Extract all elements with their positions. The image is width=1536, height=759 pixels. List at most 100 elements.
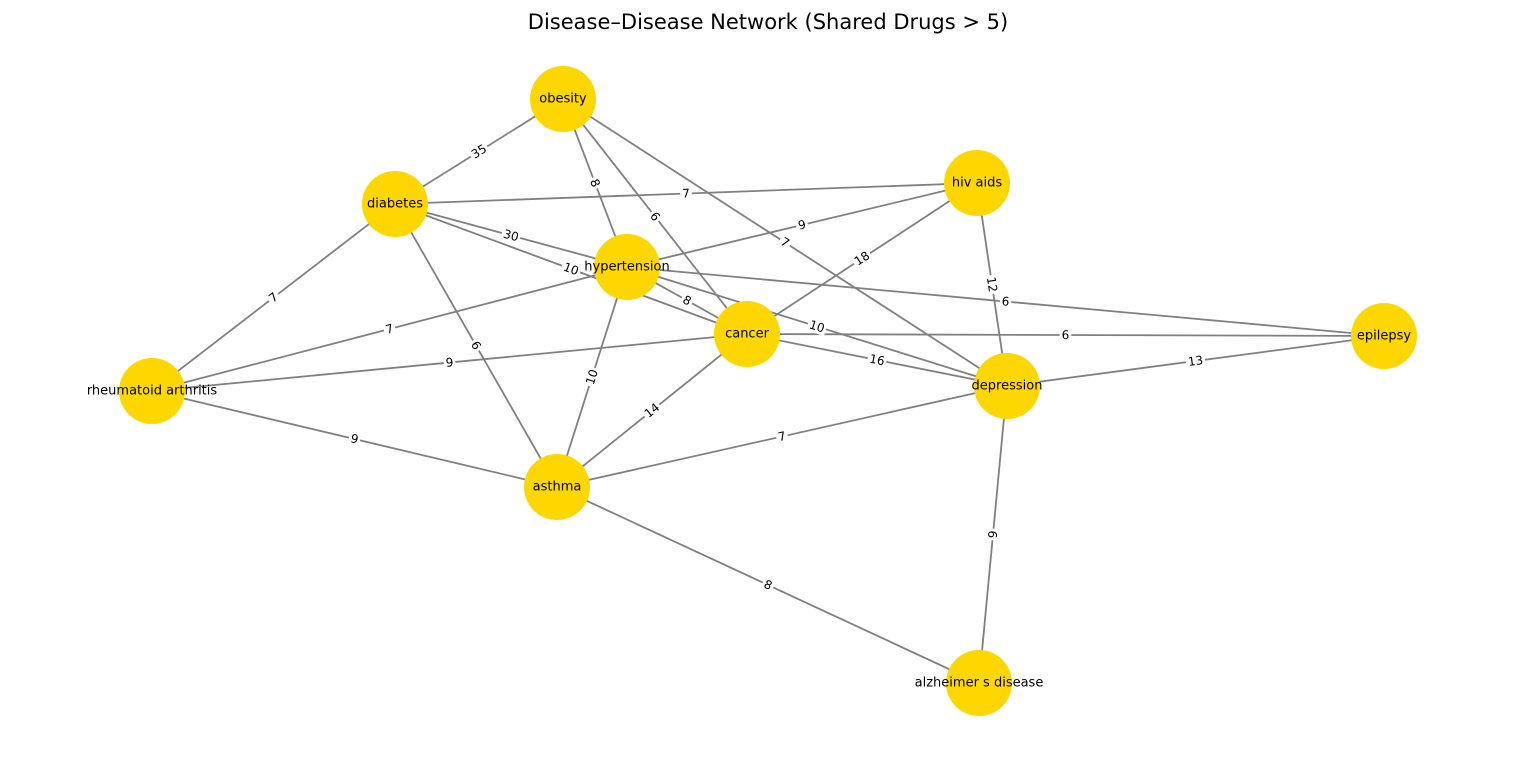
edge-weight-label: 9 <box>347 430 362 448</box>
edge-weight-label-bg <box>805 316 829 337</box>
node-label: alzheimer s disease <box>915 676 1044 691</box>
edge-weight-label-bg <box>443 354 456 371</box>
edge-weight-label: 10 <box>582 365 602 389</box>
edge-weight-label-bg <box>985 528 1001 541</box>
edge-weight-label-bg <box>582 365 602 389</box>
edge-weight-text: 10 <box>808 318 827 336</box>
edge-weight-label-bg <box>347 430 362 448</box>
edge-weight-text: 7 <box>384 321 395 336</box>
edge-weight-label-bg <box>1185 352 1206 370</box>
edge-weight-label-bg <box>264 288 283 307</box>
edge-weight-label: 7 <box>680 186 692 201</box>
edge-weight-text: 9 <box>445 355 454 370</box>
node-circle <box>944 150 1010 216</box>
edge-weight-label: 30 <box>499 226 523 245</box>
edge-weight-label: 12 <box>983 274 1001 295</box>
edge-weight-text: 7 <box>777 429 788 444</box>
edge-weight-text: 12 <box>984 276 1000 293</box>
edge-weight-label: 18 <box>850 247 874 270</box>
node-cancer: cancer <box>714 301 780 367</box>
node-obesity: obesity <box>530 66 596 132</box>
node-circle <box>714 301 780 367</box>
edge-weight-label: 10 <box>805 316 829 337</box>
edge-weight-label-bg <box>680 186 692 201</box>
edge-weight-text: 9 <box>986 530 1001 539</box>
node-circle <box>524 454 590 520</box>
edge-weight-text: 18 <box>852 248 872 268</box>
edge-weight-label-bg <box>850 247 874 270</box>
edge-weight-label: 9 <box>794 216 810 234</box>
node-depression: depression <box>972 353 1043 419</box>
node-circle <box>362 171 428 237</box>
edge-weight-label-bg <box>794 216 810 234</box>
edge-weight-label-bg <box>640 399 664 422</box>
edge-weight-label: 14 <box>640 399 664 422</box>
node-circle <box>594 234 660 300</box>
node-label: asthma <box>533 480 582 495</box>
edge-weight-text: 10 <box>583 368 601 387</box>
edge-weight-label: 6 <box>645 207 665 226</box>
edge-weight-label: 7 <box>774 428 790 445</box>
edge-weight-text: 14 <box>642 400 663 420</box>
edge-weight-label-bg <box>1059 327 1072 343</box>
edge-weight-label: 7 <box>382 320 397 338</box>
edge-weight-label-bg <box>586 175 604 191</box>
edge-weight-label-bg <box>499 226 523 245</box>
edge-weight-label: 8 <box>759 576 777 594</box>
edge-weight-label: 8 <box>678 291 696 310</box>
edge-weight-text: 6 <box>1062 328 1070 342</box>
node-label: epilepsy <box>1357 329 1411 344</box>
edge-weight-text: 35 <box>469 142 489 162</box>
edge-weight-label: 7 <box>776 233 794 252</box>
edge-weight-label: 7 <box>264 288 283 307</box>
edge-weight-label-bg <box>467 337 485 354</box>
node-circle <box>974 353 1040 419</box>
edges-layer <box>151 98 1385 684</box>
edge-weight-label: 35 <box>467 140 491 163</box>
diagram-title: Disease–Disease Network (Shared Drugs > … <box>528 10 1008 34</box>
edge-weight-label: 6 <box>467 337 485 354</box>
nodes-layer: obesity hiv aids diabetes hypertension cance… <box>87 66 1417 716</box>
node-label: cancer <box>725 327 769 342</box>
edge-weight-label: 6 <box>1059 327 1072 343</box>
edge-weight-label-bg <box>678 291 696 310</box>
node-epilepsy: epilepsy <box>1351 303 1417 369</box>
node-circle <box>119 358 185 424</box>
edge-weight-label-bg <box>774 428 790 445</box>
edge-weight-label: 13 <box>1185 352 1206 370</box>
edge-weight-text: 16 <box>868 352 886 369</box>
edge-weight-text: 10 <box>561 260 580 278</box>
node-diabetes: diabetes <box>362 171 428 237</box>
node-hypertension: hypertension <box>584 234 670 300</box>
node-alzheimers: alzheimer s disease <box>915 650 1044 716</box>
edge-weight-label-bg <box>999 294 1012 309</box>
edge-weight-label: 6 <box>999 294 1012 309</box>
edge-weight-label-bg <box>382 320 397 338</box>
node-label: rheumatoid arthritis <box>87 384 218 399</box>
node-label: hypertension <box>584 260 669 275</box>
node-label: diabetes <box>367 197 423 212</box>
node-circle <box>946 650 1012 716</box>
edge-weight-text: 13 <box>1187 353 1204 369</box>
edge-weight-label-bg <box>645 207 665 226</box>
node-label: depression <box>972 379 1043 394</box>
edge-weight-label-bg <box>983 274 1001 295</box>
node-asthma: asthma <box>524 454 590 520</box>
node-circle <box>530 66 596 132</box>
node-label: obesity <box>539 92 587 107</box>
edge-weight-label-bg <box>866 351 888 369</box>
edge-weight-text: 9 <box>349 431 360 446</box>
node-circle <box>1351 303 1417 369</box>
edge-weight-label-bg <box>559 259 583 279</box>
edge-weight-text: 30 <box>502 227 520 245</box>
edge-weight-label-bg <box>467 140 491 163</box>
edge-weight-text: 7 <box>682 186 690 200</box>
edge-weight-label: 10 <box>559 259 583 279</box>
node-rheumatoid_arthritis: rheumatoid arthritis <box>87 358 218 424</box>
edge-weight-label-bg <box>759 576 777 594</box>
edge-weight-text: 6 <box>1001 294 1010 309</box>
node-label: hiv aids <box>952 176 1003 191</box>
edge-weight-label: 9 <box>985 528 1001 541</box>
